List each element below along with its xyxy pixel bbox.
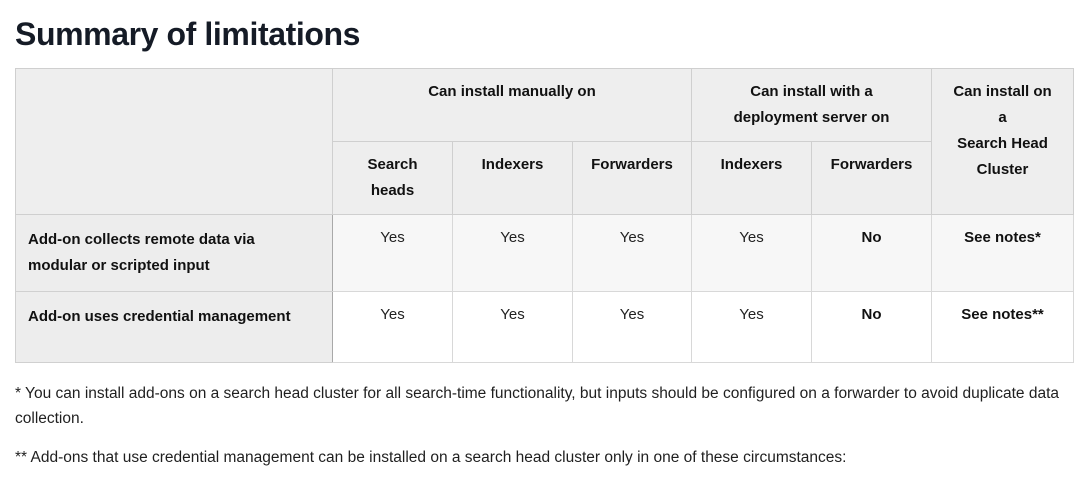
sub-header-search-heads-line-2: heads <box>370 182 415 199</box>
table-row: Add-on uses credential management Yes Ye… <box>15 291 1075 363</box>
cell-r0-c2: Yes <box>572 214 692 292</box>
table-header-sub-row: Search heads Indexers Forwarders Indexer… <box>16 141 1074 215</box>
group-header-deployment-line-1: Can install with a <box>750 83 873 100</box>
cell-r1-c4: No <box>810 291 933 363</box>
sub-header-forwarders-deployment: Forwarders <box>810 141 933 215</box>
shc-header-line-1: Can install on <box>953 83 1052 100</box>
cell-r0-c5: See notes* <box>931 214 1075 292</box>
table-row: Add-on collects remote data via modular … <box>15 214 1075 292</box>
group-header-deployment-line-2: deployment server on <box>733 109 890 126</box>
shc-header-line-4: Cluster <box>976 161 1029 178</box>
sub-header-search-heads: Search heads <box>332 141 453 215</box>
cell-r1-c3: Yes <box>691 291 812 363</box>
group-header-install-manually: Can install manually on <box>332 68 692 142</box>
sub-header-forwarders-manual: Forwarders <box>572 141 692 215</box>
cell-r1-c0: Yes <box>332 291 453 363</box>
footnotes: * You can install add-ons on a search he… <box>15 381 1074 470</box>
shc-header-line-3: Search Head <box>957 135 1048 152</box>
table-body: Add-on collects remote data via modular … <box>15 214 1075 363</box>
footnote-double-asterisk: ** Add-ons that use credential managemen… <box>15 449 847 466</box>
cell-r1-c2: Yes <box>572 291 692 363</box>
table-header-group-row: Can install manually on Can install with… <box>15 68 1075 215</box>
row-label-modular-scripted-input: Add-on collects remote data via modular … <box>15 214 333 292</box>
group-header-install-search-head-cluster: Can install on a Search Head Cluster <box>931 68 1075 215</box>
sub-header-search-heads-line-1: Search <box>367 156 418 173</box>
row-label-credential-management: Add-on uses credential management <box>15 291 333 363</box>
shc-header-line-2: a <box>998 109 1007 126</box>
sub-header-indexers-deployment: Indexers <box>691 141 812 215</box>
page-title: Summary of limitations <box>15 16 361 52</box>
cell-r0-c1: Yes <box>452 214 573 292</box>
cell-r1-c5: See notes** <box>931 291 1075 363</box>
table-header: Can install manually on Can install with… <box>15 68 1075 215</box>
cell-r0-c0: Yes <box>332 214 453 292</box>
table-corner-blank <box>15 68 333 215</box>
cell-r0-c3: Yes <box>691 214 812 292</box>
cell-r1-c1: Yes <box>452 291 573 363</box>
sub-header-indexers-manual: Indexers <box>452 141 573 215</box>
footnote-single-asterisk: * You can install add-ons on a search he… <box>15 385 1060 427</box>
group-header-install-deployment-server: Can install with a deployment server on <box>690 68 933 142</box>
summary-of-limitations-table: Can install manually on Can install with… <box>15 68 1075 363</box>
cell-r0-c4: No <box>810 214 933 292</box>
